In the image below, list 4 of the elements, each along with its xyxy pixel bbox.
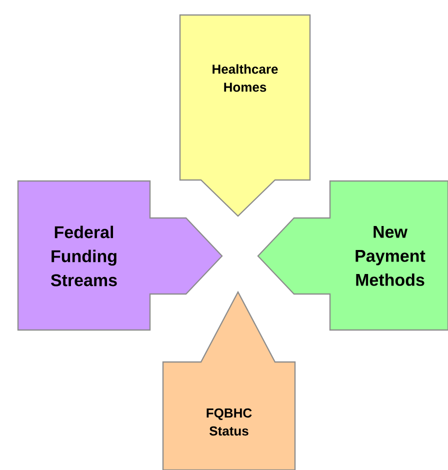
arrow-block: Healthcare Homes bbox=[179, 14, 311, 217]
arrow-block: FQBHC Status bbox=[162, 290, 296, 470]
arrow-block: Federal Funding Streams bbox=[17, 180, 223, 331]
arrow-block: New Payment Methods bbox=[257, 180, 448, 331]
